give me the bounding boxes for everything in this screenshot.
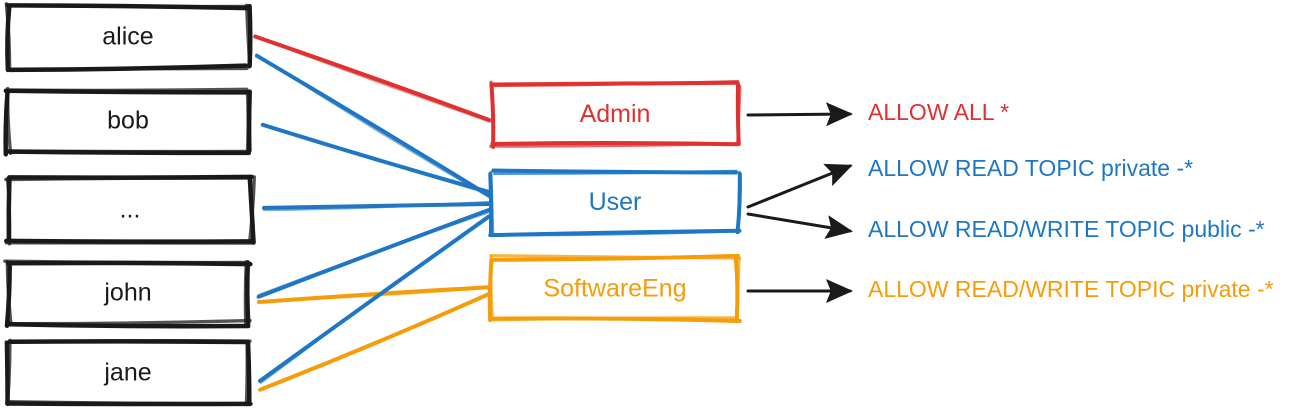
link-stroke — [257, 210, 492, 297]
node-background — [492, 83, 738, 146]
link-stroke — [256, 286, 490, 303]
node-border-stroke — [489, 316, 739, 322]
role-node-label: SoftwareEng — [543, 275, 686, 303]
link-john-to-softwareeng[interactable] — [256, 285, 491, 304]
link-stroke — [255, 53, 491, 199]
node-border-stroke — [4, 149, 251, 154]
node-border-stroke — [4, 2, 12, 70]
permission-labels-layer: ALLOW ALL * ALLOW READ TOPIC private -* AL… — [868, 99, 1274, 302]
user-node-bob[interactable]: bob — [3, 86, 252, 157]
node-border-stroke — [489, 254, 495, 321]
node-border-stroke — [4, 339, 252, 344]
node-border-stroke — [736, 84, 742, 147]
role-node-softwareeng[interactable]: SoftwareEng — [487, 253, 742, 323]
node-border-stroke — [248, 175, 256, 242]
node-border-stroke — [736, 170, 741, 234]
user-node-label: bob — [107, 107, 149, 135]
user-node-label: jane — [103, 359, 151, 387]
permission-label-perm-readwrite-topic-public: ALLOW READ/WRITE TOPIC public -* — [868, 216, 1265, 242]
user-node-label: ... — [120, 196, 141, 224]
link-ellipsis-to-user[interactable] — [261, 200, 492, 212]
node-background — [8, 262, 248, 324]
node-border-stroke — [4, 176, 252, 182]
node-background — [8, 178, 252, 242]
node-border-stroke — [489, 170, 495, 236]
node-border-stroke — [490, 80, 740, 88]
arrow-admin-to-perm-allow-all[interactable] — [746, 102, 853, 127]
node-border-stroke — [492, 229, 737, 237]
user-node-ellipsis[interactable]: ... — [4, 174, 256, 246]
node-border-stroke — [7, 66, 249, 71]
permission-label-perm-read-topic-private: ALLOW READ TOPIC private -* — [868, 155, 1193, 181]
user-node-label: john — [103, 279, 151, 307]
user-role-links-layer — [253, 34, 493, 392]
arrow-user-to-perm-readwrite-topic-public[interactable] — [746, 212, 853, 239]
node-border-stroke — [5, 86, 13, 156]
arrow-shaft — [746, 163, 853, 209]
user-node-alice[interactable]: alice — [4, 2, 253, 73]
node-border-stroke — [7, 318, 252, 326]
user-nodes-layer: alice bob... john jane — [3, 2, 256, 407]
role-node-label: User — [589, 188, 642, 216]
node-background — [8, 90, 248, 152]
node-border-stroke — [3, 259, 249, 265]
role-node-label: Admin — [580, 100, 651, 128]
node-background — [492, 172, 738, 233]
node-border-stroke — [243, 260, 248, 327]
arrow-user-to-perm-read-topic-private[interactable] — [746, 163, 853, 209]
user-node-label: alice — [102, 23, 153, 51]
node-border-stroke — [489, 142, 739, 148]
node-background — [8, 342, 248, 404]
node-border-stroke — [5, 260, 13, 326]
node-background — [8, 6, 248, 68]
node-border-stroke — [489, 80, 495, 150]
link-alice-to-user[interactable] — [254, 53, 493, 199]
role-node-user[interactable]: User — [488, 168, 742, 238]
link-stroke — [259, 214, 490, 384]
node-border-stroke — [7, 87, 249, 93]
arrow-shaft — [746, 212, 853, 239]
node-border-stroke — [9, 3, 249, 9]
node-border-stroke — [735, 258, 741, 323]
node-background — [492, 258, 738, 320]
node-border-stroke — [244, 3, 252, 69]
link-stroke — [254, 35, 492, 123]
arrow-shaft — [746, 102, 853, 127]
role-node-admin[interactable]: Admin — [489, 80, 742, 150]
user-node-john[interactable]: john — [3, 259, 253, 329]
permission-label-perm-readwrite-topic-private: ALLOW READ/WRITE TOPIC private -* — [868, 276, 1274, 302]
node-border-stroke — [489, 254, 742, 260]
role-permission-arrows-layer — [746, 102, 853, 303]
link-stroke — [262, 200, 490, 212]
link-bob-to-user[interactable] — [260, 122, 491, 195]
permission-label-perm-allow-all: ALLOW ALL * — [868, 99, 1009, 125]
node-border-stroke — [244, 340, 249, 407]
link-stroke — [257, 293, 490, 392]
link-jane-to-softwareeng[interactable] — [257, 292, 491, 392]
node-border-stroke — [5, 176, 12, 246]
node-border-stroke — [493, 169, 738, 175]
node-border-stroke — [5, 338, 12, 407]
link-stroke — [260, 123, 490, 195]
link-jane-to-user[interactable] — [258, 214, 491, 384]
link-alice-to-admin[interactable] — [253, 34, 492, 123]
node-border-stroke — [245, 89, 250, 154]
link-john-to-user[interactable] — [256, 207, 492, 299]
node-border-stroke — [5, 400, 253, 406]
user-node-jane[interactable]: jane — [4, 338, 253, 407]
